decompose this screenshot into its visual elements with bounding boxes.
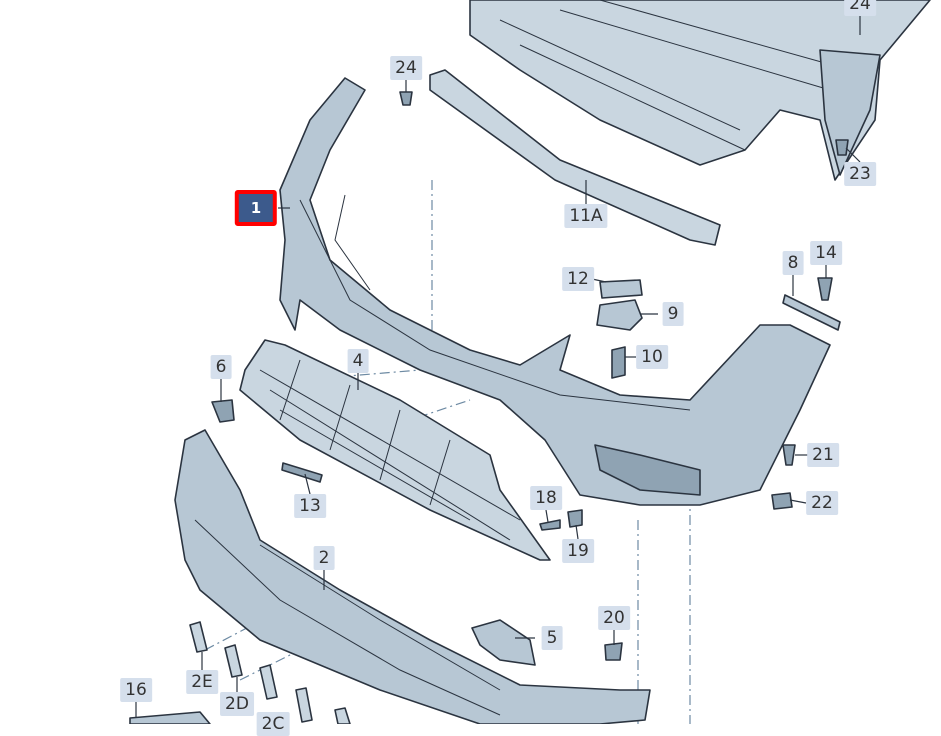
callout-2d[interactable]: 2D: [220, 692, 254, 716]
part-23-screw[interactable]: [835, 139, 849, 156]
part-2c-strip[interactable]: [259, 664, 278, 700]
leader-lines: [135, 15, 861, 718]
part-13-bracket[interactable]: [281, 462, 323, 483]
callout-22[interactable]: 22: [806, 491, 838, 515]
part-24-screw[interactable]: [399, 91, 413, 106]
part-8-guide[interactable]: [782, 294, 841, 331]
callout-9[interactable]: 9: [662, 302, 684, 326]
part-14-screw[interactable]: [817, 277, 833, 301]
part-2d-strip[interactable]: [224, 644, 243, 678]
callout-8[interactable]: 8: [782, 251, 804, 275]
callout-4[interactable]: 4: [347, 349, 369, 373]
callout-24-top[interactable]: 24: [844, 0, 876, 16]
callout-12[interactable]: 12: [562, 267, 594, 291]
part-16-bracket[interactable]: [129, 711, 211, 724]
part-19-clip[interactable]: [567, 509, 583, 528]
callout-11a[interactable]: 11A: [564, 204, 608, 228]
callout-20[interactable]: 20: [598, 606, 630, 630]
callout-2[interactable]: 2: [313, 546, 335, 570]
part-2a-strip[interactable]: [334, 707, 351, 724]
callout-6[interactable]: 6: [210, 355, 232, 379]
callout-23[interactable]: 23: [844, 162, 876, 186]
part-20-clip[interactable]: [604, 642, 623, 661]
bumper-carrier[interactable]: [469, 0, 931, 181]
callout-24[interactable]: 24: [390, 56, 422, 80]
part-6-clip[interactable]: [211, 399, 235, 423]
part-11a-strip[interactable]: [429, 69, 721, 246]
callout-16[interactable]: 16: [120, 678, 152, 702]
part-4-grille[interactable]: [239, 339, 551, 561]
part-12-cap[interactable]: [599, 279, 643, 299]
part-2-lower-spoiler[interactable]: [174, 429, 651, 724]
part-9-bracket[interactable]: [596, 299, 643, 331]
part-22-nut[interactable]: [771, 492, 793, 510]
part-21-screw[interactable]: [782, 444, 796, 466]
part-1-bumper-cover[interactable]: [279, 77, 831, 506]
callout-21[interactable]: 21: [807, 443, 839, 467]
callout-5[interactable]: 5: [541, 626, 563, 650]
part-10-clip[interactable]: [611, 346, 626, 379]
callout-13[interactable]: 13: [294, 494, 326, 518]
callout-19[interactable]: 19: [562, 539, 594, 563]
part-5-bracket[interactable]: [471, 619, 536, 666]
part-2e-strip[interactable]: [189, 621, 208, 653]
callout-1-selected[interactable]: 1: [234, 190, 278, 226]
callout-14[interactable]: 14: [810, 241, 842, 265]
callout-2e[interactable]: 2E: [186, 670, 218, 694]
callout-18[interactable]: 18: [530, 486, 562, 510]
callout-10[interactable]: 10: [636, 345, 668, 369]
part-18-screw[interactable]: [539, 519, 561, 531]
part-2b-strip[interactable]: [295, 687, 313, 723]
callout-2c[interactable]: 2C: [256, 712, 290, 736]
